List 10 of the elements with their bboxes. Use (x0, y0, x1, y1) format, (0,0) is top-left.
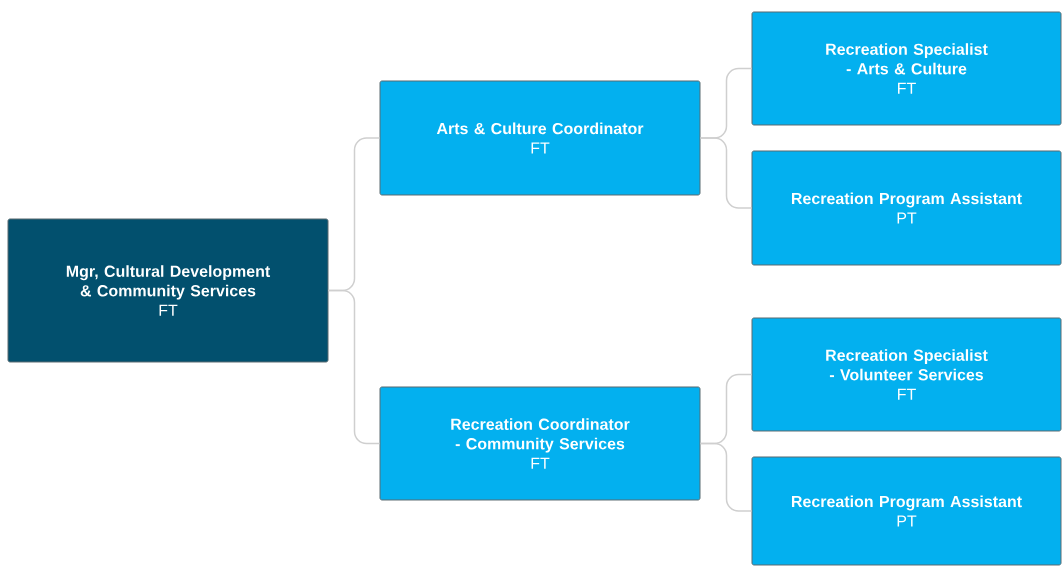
org-box: Recreation Specialist - Arts & Culture FT (751, 11, 1062, 126)
connector (699, 137, 753, 209)
org-box: Recreation Program Assistant PT (751, 150, 1062, 266)
connector (327, 289, 381, 445)
org-box: Arts & Culture Coordinator FT (379, 80, 701, 196)
org-box: Recreation Coordinator - Community Services FT (379, 386, 701, 501)
connector (699, 442, 753, 512)
org-box: Recreation Specialist - Volunteer Services FT (751, 317, 1062, 432)
org-box: Mgr, Cultural Development & Community Services FT (7, 218, 329, 363)
org-box: Recreation Program Assistant PT (751, 456, 1062, 566)
